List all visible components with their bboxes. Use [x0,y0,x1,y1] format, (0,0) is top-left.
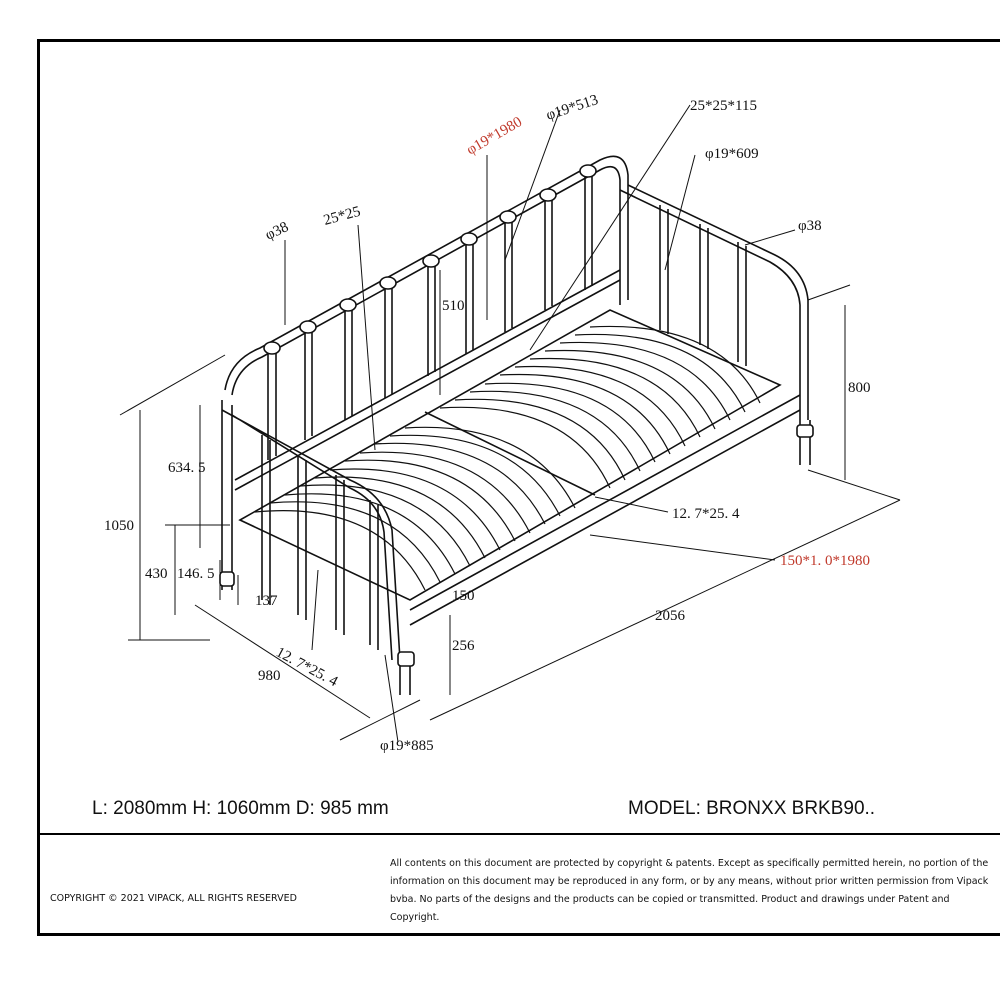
footer-divider [37,833,1000,835]
leader-lines [311,104,796,743]
left-post [221,400,233,590]
label-25x25x115: 25*25*115 [690,98,757,114]
label-634-5: 634. 5 [168,460,206,476]
label-256: 256 [452,638,475,654]
front-end-rail [221,409,401,661]
slats [254,325,761,591]
overall-dimensions: L: 2080mm H: 1060mm D: 985 mm [92,798,389,819]
left-leg-cap [219,571,235,587]
back-mid-rail-2 [234,279,621,491]
dimension-lines [119,240,901,741]
front-end-spindles [261,435,379,650]
label-phi19-609: φ19*609 [705,146,759,162]
label-510: 510 [442,298,465,314]
side-rail [409,394,801,626]
label-1050: 1050 [104,518,134,534]
back-top-rail [224,155,629,391]
copyright-notice: COPYRIGHT © 2021 VIPACK, ALL RIGHTS RESE… [50,893,297,904]
label-phi38-left: φ38 [263,219,291,244]
bed-frame [219,155,814,695]
label-150: 150 [452,588,475,604]
label-phi19-1980: φ19*1980 [464,114,525,158]
label-800: 800 [848,380,871,396]
label-phi19-885: φ19*885 [380,738,434,754]
label-phi19-513: φ19*513 [544,92,600,124]
front-leg-cap [397,651,415,667]
label-phi38-right: φ38 [798,218,822,234]
drawing-sheet-frame [37,39,1000,936]
right-end-spindles [659,205,747,366]
label-137: 137 [255,593,278,609]
back-top-rail-inner [231,165,621,396]
label-146-5: 146. 5 [177,566,215,582]
label-slat-12-7-left: 12. 7*25. 4 [273,644,341,690]
label-980: 980 [258,668,281,684]
label-slat-12-7-right: 12. 7*25. 4 [672,506,740,522]
label-25x25: 25*25 [322,204,362,229]
spindle-collars [263,164,597,355]
right-leg-cap [796,424,814,438]
back-spindles [267,168,593,460]
legal-notice: All contents on this document are protec… [390,858,989,923]
label-430: 430 [145,566,168,582]
model-name: MODEL: BRONXX BRKB90.. [628,798,876,819]
label-2056: 2056 [655,608,686,624]
center-beam [424,411,596,496]
label-150x1-0x1980: 150*1. 0*1980 [780,553,870,569]
slat-frame [238,309,782,601]
